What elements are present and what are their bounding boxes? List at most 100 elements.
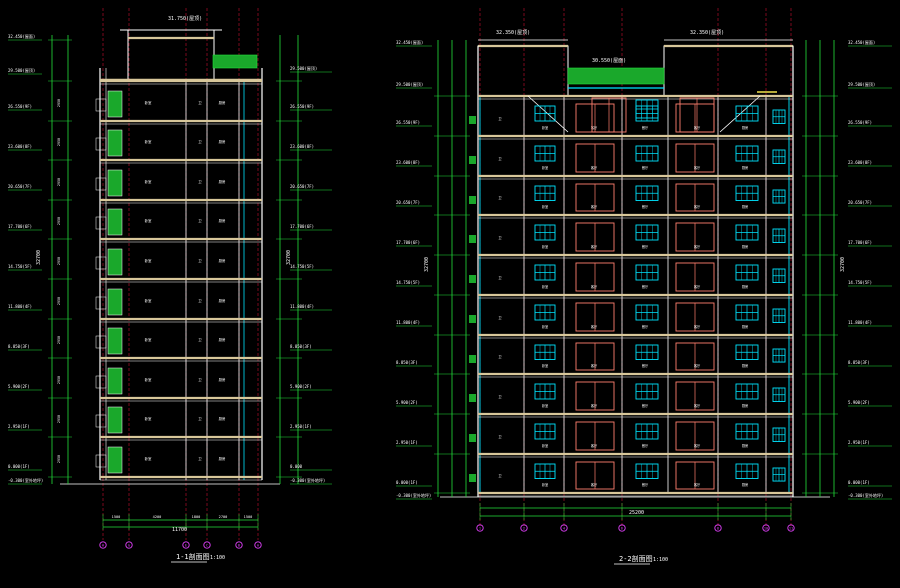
section-2-roof-label-left: 32.350(屋顶) (496, 30, 530, 36)
section-2-overall-height: 32700 (424, 257, 430, 272)
room-label: 厨房 (742, 165, 748, 170)
room-label: 卫 (498, 474, 502, 478)
level-label: 29.500(屋顶) (396, 81, 423, 87)
room-label: 厨房 (742, 204, 748, 209)
balcony-planting (108, 368, 122, 394)
axis-bubble-circle (476, 524, 484, 532)
window (635, 224, 659, 241)
level-label: 14.750(5F) (8, 264, 32, 269)
room-label: 卫 (498, 435, 502, 439)
balcony-door (675, 143, 715, 173)
room-label: 厨房 (219, 456, 226, 461)
axis-bubble-2: 2 (520, 524, 528, 532)
room-label: 卫 (498, 236, 502, 240)
bottom-dimension-text: 4200 (153, 515, 162, 519)
level-label: 23.600(8F) (8, 144, 32, 149)
axis-bubble-E: E (182, 541, 190, 549)
balcony-edge (95, 137, 107, 151)
level-label: 17.700(6F) (396, 240, 420, 245)
room-label: 厨房 (219, 377, 226, 382)
level-label: 17.700(6F) (290, 224, 314, 229)
window-side (772, 109, 786, 124)
room-label: 客厅 (694, 125, 701, 130)
section-1-overall-height-right: 32700 (286, 250, 292, 265)
room-label: 厨房 (742, 363, 748, 368)
axis-bubble-circle (254, 541, 262, 549)
room-label: 客厅 (591, 324, 598, 329)
balcony-door (575, 302, 615, 332)
room-label: 卧室 (542, 165, 548, 170)
room-label: 厨房 (742, 244, 748, 249)
room-label: 餐厅 (642, 165, 649, 170)
axis-bubble-circle (99, 541, 107, 549)
level-label: 2.950(1F) (396, 440, 418, 445)
room-label: 卫 (498, 355, 502, 359)
edge-planter (469, 116, 476, 124)
window (534, 105, 556, 122)
window (635, 423, 659, 440)
axis-bubble-circle (618, 524, 626, 532)
room-label: 厨房 (742, 324, 748, 329)
level-label: 26.550(9F) (396, 120, 420, 125)
room-label: 卫 (498, 117, 502, 121)
room-label: 客厅 (694, 204, 701, 209)
room-label: 餐厅 (642, 125, 649, 130)
axis-bubble-C: C (203, 541, 211, 549)
room-label: 餐厅 (642, 244, 649, 249)
axis-bubble-10: 10 (762, 524, 770, 532)
bottom-dimension-text: 1500 (112, 515, 121, 519)
balcony-planting (108, 130, 122, 156)
window-side (772, 189, 786, 204)
level-label: 32.450(屋面) (396, 39, 423, 45)
level-label: 8.850(3F) (396, 360, 418, 365)
level-label: 0.000(1F) (8, 464, 30, 469)
window (635, 463, 659, 479)
section-1-bottom-total: 11700 (172, 527, 187, 533)
room-label: 厨房 (219, 298, 226, 303)
axis-bubble-8: 8 (714, 524, 722, 532)
section-2-roof-mid-label: 30.550(屋面) (592, 58, 626, 64)
balcony-planting (108, 289, 122, 315)
level-label: 26.550(9F) (8, 104, 32, 109)
balcony-door (675, 381, 715, 411)
room-label: 卫 (498, 276, 502, 280)
room-label: 卧室 (542, 244, 548, 249)
room-label: 卧室 (145, 179, 152, 184)
room-label: 厨房 (742, 125, 748, 130)
room-label: 客厅 (591, 165, 598, 170)
level-label: 0.000(1F) (396, 480, 418, 485)
level-label: 11.800(4F) (396, 320, 420, 325)
window (735, 185, 759, 201)
balcony-planting (108, 170, 122, 196)
window-side (772, 387, 786, 402)
room-label: 卧室 (542, 443, 548, 448)
axis-bubble-label: 11 (789, 527, 793, 531)
axis-bubble-11: 11 (787, 524, 795, 532)
window (735, 264, 759, 281)
room-label: 厨房 (219, 218, 226, 223)
window (735, 423, 759, 440)
section-2-scale: 1:100 (653, 557, 668, 563)
axis-bubble-circle (203, 541, 211, 549)
room-label: 客厅 (694, 284, 701, 289)
room-label: 卧室 (542, 204, 548, 209)
room-label: 餐厅 (642, 403, 649, 408)
room-label: 卫 (198, 180, 202, 184)
balcony-door (675, 302, 715, 332)
floor-height-dim: 2950 (57, 336, 61, 344)
balcony-door (575, 183, 615, 212)
balcony-edge (95, 177, 107, 191)
room-label: 餐厅 (642, 284, 649, 289)
balcony-door (675, 262, 715, 292)
room-label: 卧室 (542, 125, 548, 130)
section-1-roof-top-label: 31.750(屋顶) (168, 16, 202, 22)
level-label: 26.550(9F) (290, 104, 314, 109)
balcony-edge (95, 414, 107, 428)
room-label: 厨房 (219, 416, 226, 421)
floor-height-dim: 2950 (57, 138, 61, 146)
axis-bubble-label: G (128, 544, 130, 548)
balcony-rail (107, 169, 123, 197)
floor-height-dim: 2950 (57, 376, 61, 384)
